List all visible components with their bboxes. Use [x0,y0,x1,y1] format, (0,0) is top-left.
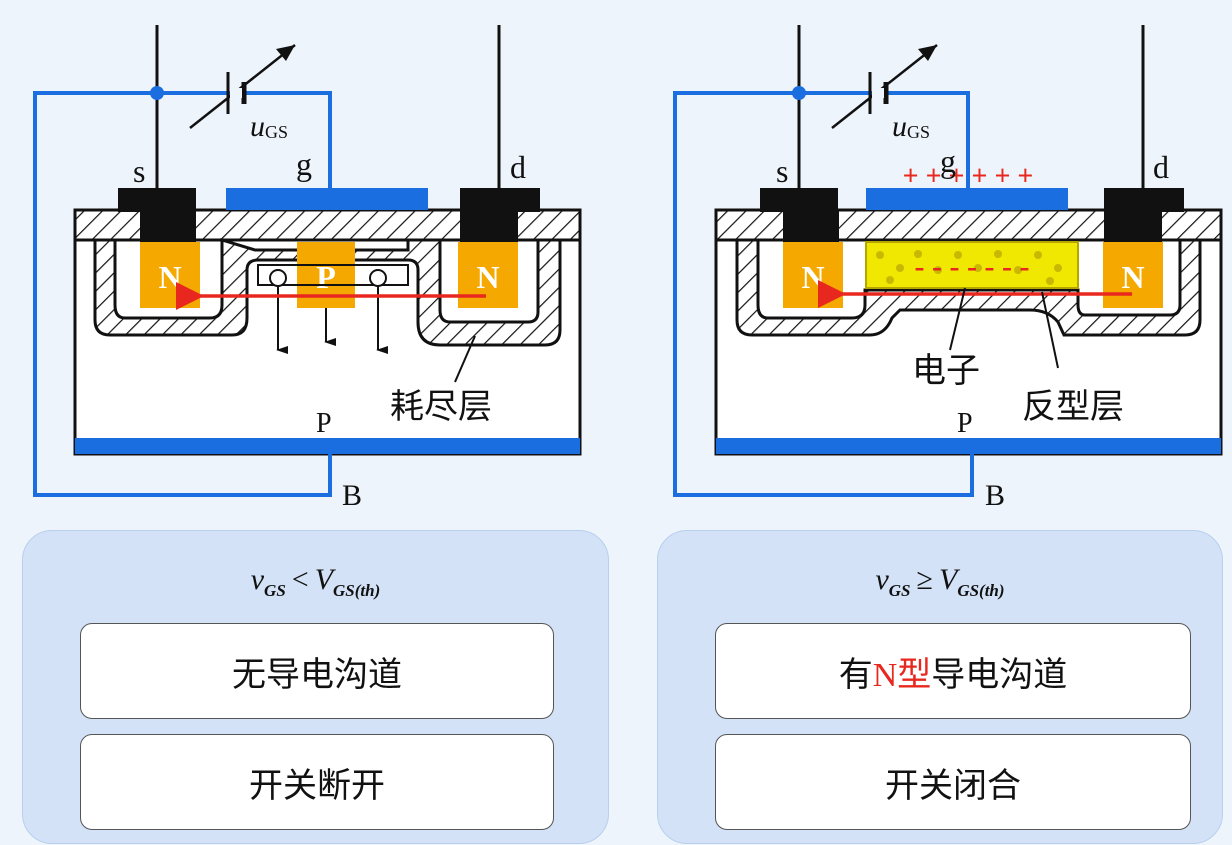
right-body-label: B [985,479,1005,512]
right-electron-dots [876,250,1062,285]
right-channel-charges: - - - - - - - [915,250,1030,283]
right-battery-gap [872,88,884,98]
right-drain-label: d [1153,149,1169,185]
left-n-source-label: N [158,259,181,295]
left-body-electrode [75,438,580,454]
left-voltage-symbol: uGS [250,110,288,143]
left-gate-electrode [226,188,428,210]
right-drain-contact [1104,210,1162,242]
right-variable-arrowhead [918,45,937,61]
right-gate-electrode [866,188,1068,210]
left-depletion-region [93,237,562,347]
right-substrate-label: P [957,408,973,439]
left-hole-2 [369,269,387,287]
right-source-electrode [760,188,838,212]
right-inversion-pointer [1041,291,1059,369]
left-channel-status: 无导电沟道 [80,623,554,719]
left-depletion-pointer [454,335,476,383]
right-gate-label: g [940,143,956,179]
right-electron-pointer [949,287,966,351]
right-n-drain-region [1103,242,1163,308]
left-source-label: s [133,153,145,189]
left-gate-label: g [296,146,312,182]
left-source-electrode [118,188,196,212]
left-blue-wire [33,91,332,497]
right-mosfet-on: N N - - - - - - - + + + + + + uGS s g d [673,25,1223,512]
right-voltage-symbol: uGS [892,110,930,143]
left-drain-label: d [510,149,526,185]
left-variable-arrow [189,44,296,129]
left-drain-electrode [460,188,540,212]
right-body-electrode [716,438,1221,454]
n-type-highlight: N型 [872,656,932,694]
right-switch-status: 开关闭合 [715,734,1191,830]
right-drain-electrode [1104,188,1184,212]
left-mosfet-off: N N P uGS s g d 耗 [33,25,582,512]
right-n-drain-label: N [1121,259,1144,295]
left-condition-formula: vGS<VGS(th) [250,563,381,600]
left-depletion-label: 耗尽层 [390,389,492,426]
left-body-label: B [342,479,362,512]
left-state-panel: vGS<VGS(th) 无导电沟道 开关断开 [22,530,609,844]
left-hole-1 [269,269,287,287]
right-depletion-region [735,238,1202,337]
left-source-contact [140,210,196,242]
right-source-label: s [776,153,788,189]
left-variable-arrowhead [276,45,295,61]
left-switch-status: 开关断开 [80,734,554,830]
left-hole-box [257,264,409,286]
right-electron-label: 电子 [912,352,980,390]
right-source-contact [783,210,839,242]
right-blue-wire [673,91,974,497]
left-battery-gap [230,88,242,98]
left-substrate-label: P [316,408,332,439]
right-n-source-label: N [801,259,824,295]
left-n-drain-label: N [476,259,499,295]
left-drain-contact [460,210,518,242]
right-inversion-label: 反型层 [1022,389,1124,426]
right-variable-arrow [831,44,938,129]
right-condition-formula: vGS≥VGS(th) [875,563,1005,600]
